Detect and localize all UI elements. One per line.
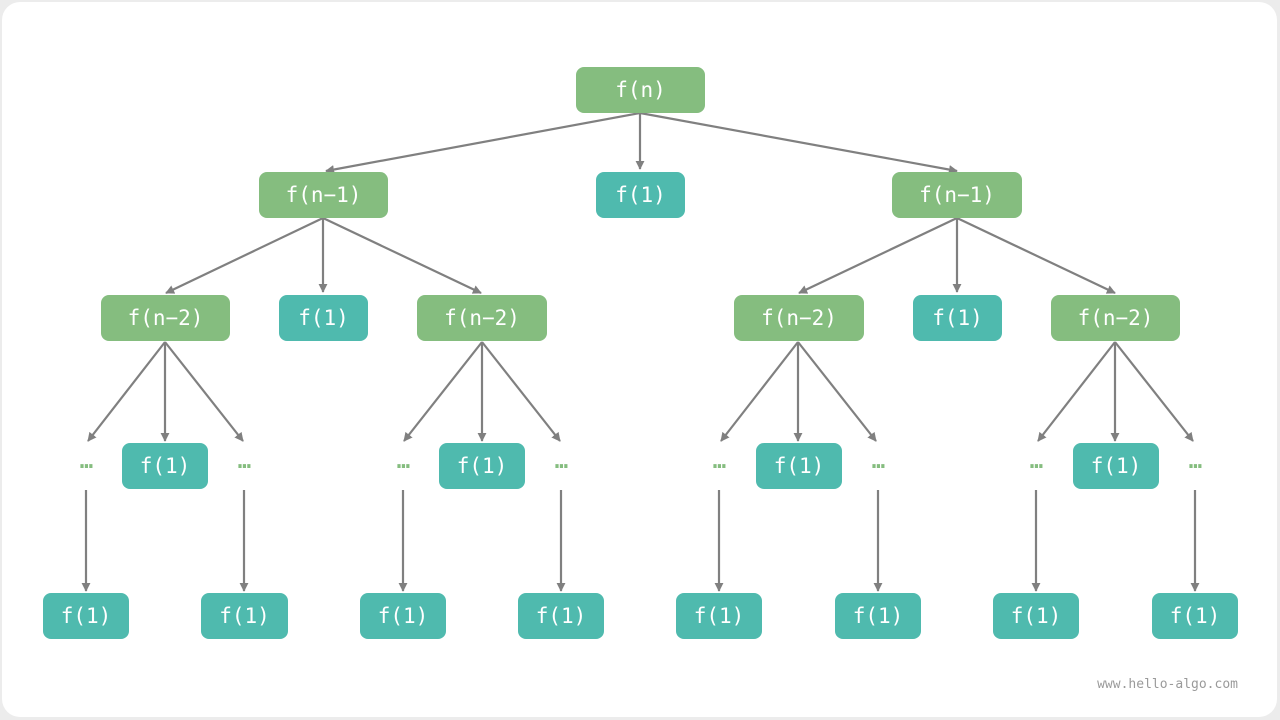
edge-root-left: [325, 111, 641, 174]
ellipsis-2: ⋯: [237, 453, 251, 479]
node-n-minus-1-left: f(n−1): [259, 172, 388, 218]
ellipsis-4: ⋯: [554, 453, 568, 479]
node-base-l4-4: f(1): [518, 593, 604, 639]
ellipsis-8: ⋯: [1188, 453, 1202, 479]
ellipsis-1: ⋯: [79, 453, 93, 479]
node-base-l3-2: f(1): [439, 443, 525, 489]
edge-l2b-left: [403, 341, 483, 442]
node-n-minus-2-4: f(n−2): [1051, 295, 1180, 341]
edge-l2b-right: [481, 341, 561, 442]
edge-l2d-left: [1037, 341, 1116, 442]
node-base-l3-1: f(1): [122, 443, 208, 489]
ellipsis-7: ⋯: [1029, 453, 1043, 479]
node-base-l4-6: f(1): [835, 593, 921, 639]
ellipsis-5: ⋯: [712, 453, 726, 479]
node-base-l3-3: f(1): [756, 443, 842, 489]
edge-l1a-right: [322, 217, 482, 294]
edge-l1a-left: [165, 217, 324, 294]
node-n-minus-1-right: f(n−1): [892, 172, 1022, 218]
node-base-l2-2: f(1): [913, 295, 1002, 341]
edge-l2c-left: [720, 341, 799, 442]
node-base-l1: f(1): [596, 172, 685, 218]
node-root: f(n): [576, 67, 705, 113]
edge-l2d-right: [1114, 341, 1194, 442]
node-base-l4-1: f(1): [43, 593, 129, 639]
edge-root-right: [639, 111, 958, 174]
edge-l2a-right: [164, 341, 244, 442]
ellipsis-6: ⋯: [871, 453, 885, 479]
edge-l2a-left: [87, 341, 166, 442]
node-base-l2-1: f(1): [279, 295, 368, 341]
node-base-l4-7: f(1): [993, 593, 1079, 639]
node-base-l3-4: f(1): [1073, 443, 1159, 489]
watermark: www.hello-algo.com: [1097, 677, 1238, 692]
node-base-l4-8: f(1): [1152, 593, 1238, 639]
node-base-l4-5: f(1): [676, 593, 762, 639]
ellipsis-3: ⋯: [396, 453, 410, 479]
node-n-minus-2-3: f(n−2): [734, 295, 864, 341]
edge-l2c-right: [797, 341, 877, 442]
edge-l1b-left: [798, 217, 958, 294]
node-base-l4-2: f(1): [201, 593, 288, 639]
node-n-minus-2-2: f(n−2): [417, 295, 547, 341]
node-base-l4-3: f(1): [360, 593, 446, 639]
node-n-minus-2-1: f(n−2): [101, 295, 230, 341]
edge-l1b-right: [956, 217, 1116, 294]
